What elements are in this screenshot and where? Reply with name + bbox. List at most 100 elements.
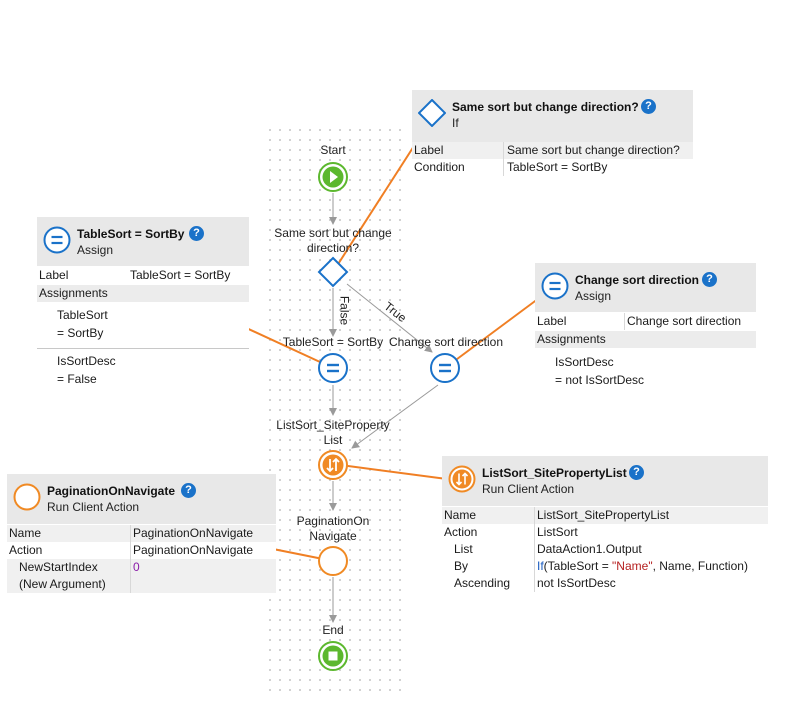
property-row[interactable]: NewStartIndex 0 — [7, 559, 276, 576]
sort-arrows-icon — [326, 457, 340, 473]
end-node[interactable] — [317, 640, 349, 672]
assign2-label: Change sort direction — [388, 335, 504, 349]
arrow-assign2-to-list — [351, 384, 439, 449]
property-row[interactable]: Name ListSort_SitePropertyList — [442, 507, 768, 524]
property-row[interactable]: Condition TableSort = SortBy — [412, 159, 693, 176]
if-node[interactable] — [317, 256, 349, 288]
listsort-label: ListSort_SiteProperty List — [276, 418, 390, 447]
property-key: NewStartIndex — [19, 560, 98, 574]
equals-icon — [439, 363, 451, 373]
question-icon[interactable]: ? — [702, 272, 717, 287]
column-divider — [503, 142, 504, 176]
question-icon[interactable]: ? — [629, 465, 644, 480]
property-value: 0 — [133, 560, 140, 574]
property-row[interactable]: (New Argument) — [7, 576, 276, 593]
start-label: Start — [320, 143, 346, 157]
property-key: Action — [444, 525, 478, 539]
assignment-value[interactable]: = False — [57, 372, 97, 386]
property-value: ListSort — [537, 525, 578, 539]
assignments-header: Assignments — [37, 285, 249, 302]
panel-title: Change sort direction — [575, 273, 700, 287]
column-divider — [534, 507, 535, 592]
property-key: Label — [39, 268, 69, 282]
assignment-variable[interactable]: IsSortDesc — [57, 354, 116, 368]
false-branch-label: False — [337, 295, 352, 326]
property-key: Label — [414, 143, 444, 157]
panel-header: TableSort = SortBy Assign ? — [37, 217, 249, 266]
property-row[interactable]: Label Change sort direction — [535, 313, 756, 330]
pagination-node[interactable] — [317, 545, 349, 577]
start-node[interactable] — [317, 161, 349, 193]
property-key: Name — [9, 526, 42, 540]
assign1-node[interactable] — [317, 352, 349, 384]
property-value: PaginationOnNavigate — [133, 526, 254, 540]
connector-listsort-panel — [332, 463, 463, 482]
question-icon[interactable]: ? — [189, 226, 204, 241]
if-properties-panel: Same sort but change direction? If ? Lab… — [412, 90, 693, 178]
property-row[interactable]: Label TableSort = SortBy — [37, 267, 249, 284]
property-key: Ascending — [454, 576, 511, 590]
assign1-properties-panel: TableSort = SortBy Assign ? Label TableS… — [37, 217, 249, 395]
question-icon[interactable]: ? — [641, 99, 656, 114]
property-value: TableSort = SortBy — [130, 268, 231, 282]
assign2-node[interactable] — [429, 352, 461, 384]
assignment-variable[interactable]: TableSort — [57, 308, 108, 322]
assign2-properties-panel: Change sort direction Assign ? Label Cha… — [535, 263, 756, 391]
column-divider — [624, 313, 625, 330]
property-value: Change sort direction — [627, 314, 742, 328]
end-label: End — [322, 623, 344, 637]
panel-title: ListSort_SitePropertyList — [482, 466, 627, 480]
assign1-label: TableSort = SortBy — [282, 335, 384, 349]
listsort-node[interactable] — [317, 449, 349, 481]
panel-subtitle: Run Client Action — [482, 482, 575, 496]
sort-arrows-icon — [448, 465, 476, 493]
equals-icon — [541, 272, 569, 300]
assignment-value[interactable]: = SortBy — [57, 326, 104, 340]
listsort-properties-panel: ListSort_SitePropertyList Run Client Act… — [442, 456, 768, 592]
panel-subtitle: Assign — [575, 289, 612, 303]
property-row[interactable]: Name PaginationOnNavigate — [7, 525, 276, 542]
stop-icon — [328, 651, 338, 661]
circle-icon — [13, 483, 41, 511]
panel-header: ListSort_SitePropertyList Run Client Act… — [442, 456, 768, 506]
property-row[interactable]: By If(TableSort = "Name", Name, Function… — [442, 558, 768, 575]
pagination-label: PaginationOn Navigate — [296, 514, 370, 543]
question-icon[interactable]: ? — [181, 483, 196, 498]
assignment-variable[interactable]: IsSortDesc — [555, 355, 614, 369]
property-key: Condition — [414, 160, 465, 174]
circle-icon — [318, 546, 348, 576]
property-row[interactable]: Action PaginationOnNavigate — [7, 542, 276, 559]
diamond-icon — [317, 256, 349, 288]
property-key: Name — [444, 508, 477, 522]
pagination-properties-panel: PaginationOnNavigate Run Client Action ?… — [7, 474, 276, 594]
assignments-header: Assignments — [535, 331, 756, 348]
property-row[interactable]: Label Same sort but change direction? — [412, 142, 693, 159]
if-label: Same sort but change direction? — [274, 226, 392, 255]
diamond-icon — [418, 99, 446, 127]
equals-icon — [327, 363, 339, 373]
panel-subtitle: If — [452, 116, 459, 130]
panel-header: Same sort but change direction? If ? — [412, 90, 693, 142]
property-row[interactable]: Action ListSort — [442, 524, 768, 541]
property-key: List — [454, 542, 473, 556]
panel-subtitle: Assign — [77, 243, 114, 257]
property-key: Label — [537, 314, 567, 328]
panel-title: PaginationOnNavigate — [47, 484, 176, 498]
property-value: PaginationOnNavigate — [133, 543, 254, 557]
panel-title: TableSort = SortBy — [77, 227, 185, 241]
property-value: not IsSortDesc — [537, 576, 616, 590]
panel-header: Change sort direction Assign ? — [535, 263, 756, 312]
panel-header: PaginationOnNavigate Run Client Action ? — [7, 474, 276, 524]
property-key: (New Argument) — [19, 577, 106, 591]
assignment-value[interactable]: = not IsSortDesc — [555, 373, 645, 387]
play-icon — [330, 171, 338, 183]
property-value: ListSort_SitePropertyList — [537, 508, 670, 522]
arrow-if-true — [346, 283, 433, 353]
property-row[interactable]: Ascending not IsSortDesc — [442, 575, 768, 592]
property-value: If(TableSort = "Name", Name, Function) — [537, 559, 748, 573]
column-divider — [130, 525, 131, 593]
divider — [37, 348, 249, 349]
property-key: By — [454, 559, 469, 573]
property-row[interactable]: List DataAction1.Output — [442, 541, 768, 558]
panel-subtitle: Run Client Action — [47, 500, 140, 514]
